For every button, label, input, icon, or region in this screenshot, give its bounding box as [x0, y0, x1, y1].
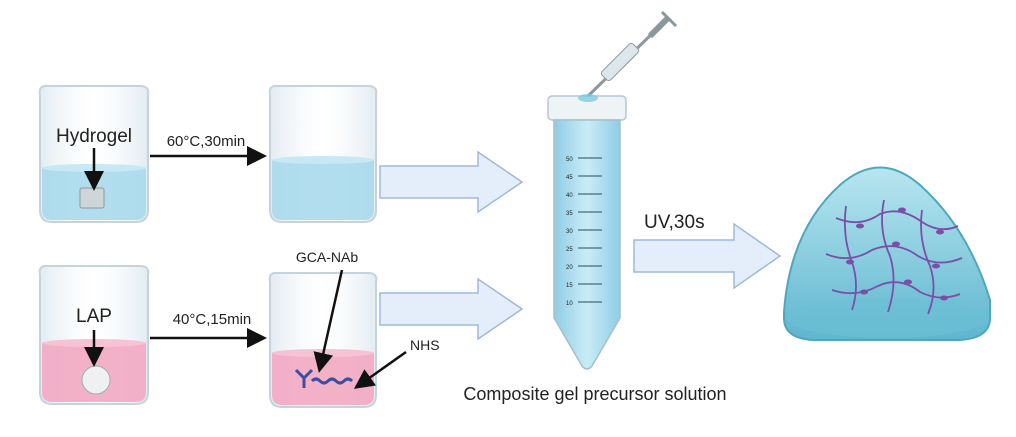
- beaker-gca-nab-nhs: [268, 269, 407, 408]
- block-arrow-uv: [633, 222, 782, 290]
- antibody-icon: [294, 368, 314, 388]
- beaker-hydrogel: [38, 84, 150, 223]
- uv-label: UV,30s: [644, 212, 705, 233]
- tube-graduation-label: 40: [566, 193, 573, 199]
- tube-graduation-label: 20: [566, 265, 573, 271]
- beaker-dissolved-hydrogel: [268, 84, 378, 223]
- nhs-chain-icon: [310, 377, 354, 385]
- lap-label: LAP: [76, 306, 112, 327]
- hydrogel-label: Hydrogel: [56, 126, 132, 147]
- tube-graduation-label: 50: [566, 157, 573, 163]
- step-label-hydrogel: 60°C,30min: [167, 133, 246, 150]
- tube-graduation-label: 25: [566, 247, 573, 253]
- tube-graduation-label: 30: [566, 229, 573, 235]
- tube-scale: 50 45 40 35 30 25 20 15 10: [566, 157, 602, 307]
- gca-nab-label: GCA-NAb: [296, 249, 358, 265]
- centrifuge-tube: 50 45 40 35 30 25 20 15 10: [547, 95, 627, 370]
- tube-graduation-label: 10: [566, 301, 573, 307]
- syringe-icon: [578, 10, 678, 102]
- tube-graduation-label: 15: [566, 283, 573, 289]
- gel-dome: [783, 166, 991, 341]
- step-label-lap: 40°C,15min: [173, 311, 252, 328]
- tube-graduation-label: 45: [566, 175, 573, 181]
- block-arrow-top: [379, 150, 524, 214]
- block-arrow-bottom: [379, 277, 524, 341]
- tube-caption: Composite gel precursor solution: [463, 384, 726, 404]
- nhs-label: NHS: [410, 337, 440, 353]
- tube-graduation-label: 35: [566, 211, 573, 217]
- beaker-lap: [38, 264, 150, 405]
- polymer-network-icon: [825, 199, 963, 315]
